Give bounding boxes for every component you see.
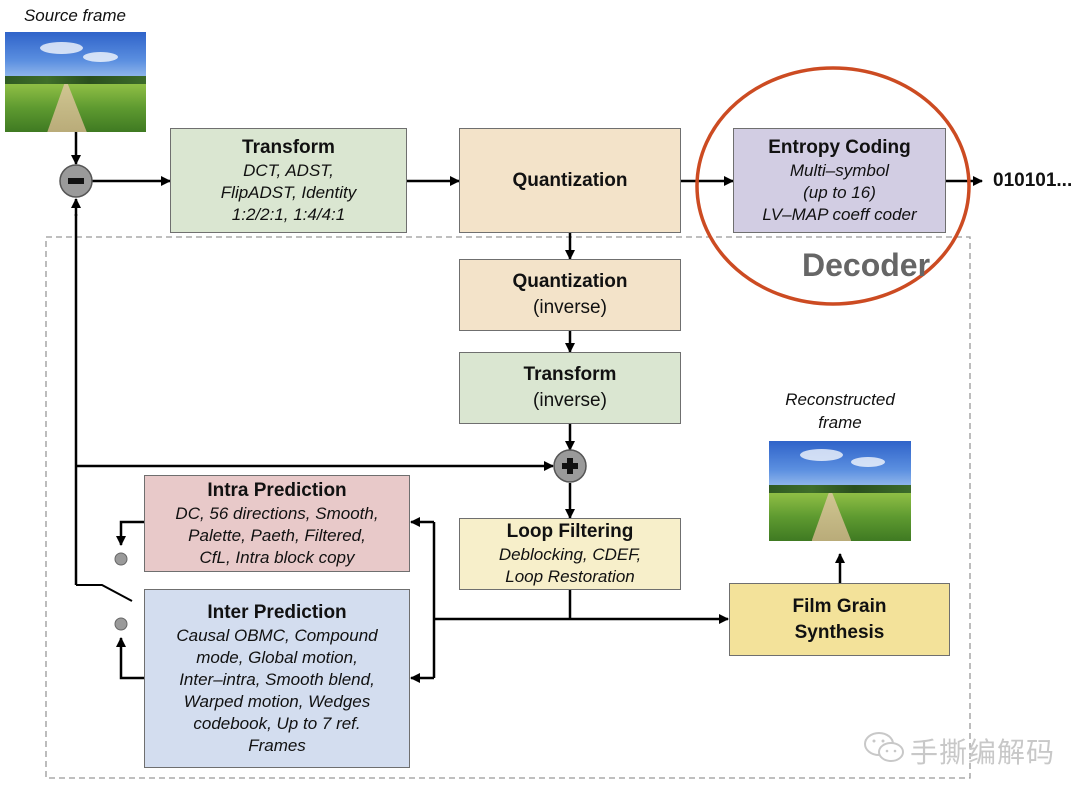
quantization-inverse-block: Quantization (inverse)	[459, 259, 681, 331]
inter-prediction-line-4: Warped motion, Wedges	[183, 691, 371, 711]
reconstructed-frame-label-line1: Reconstructed	[785, 390, 895, 409]
transform-inverse-title-1: Transform	[523, 364, 617, 385]
inter-prediction-line-1: Causal OBMC, Compound	[176, 625, 378, 645]
plus-icon	[562, 458, 578, 474]
intra-prediction-line-1: DC, 56 directions, Smooth,	[175, 503, 379, 523]
line-inter-to-contact	[116, 637, 144, 680]
inter-prediction-line-6: Frames	[248, 735, 306, 755]
transform-inverse-title-2: (inverse)	[533, 390, 607, 411]
loop-filtering-line-1: Deblocking, CDEF,	[498, 545, 642, 564]
loop-filtering-block: Loop Filtering Deblocking, CDEF, Loop Re…	[459, 518, 681, 590]
entropy-coding-title: Entropy Coding	[768, 136, 911, 158]
quantization-block: Quantization	[459, 128, 681, 233]
transform-block: Transform DCT, ADST, FlipADST, Identity …	[170, 128, 407, 233]
entropy-coding-line-3: LV–MAP coeff coder	[762, 204, 917, 224]
quantization-inverse-title-2: (inverse)	[533, 297, 607, 318]
reconstructed-frame-label: Reconstructed frame	[760, 388, 920, 434]
add-operator	[553, 449, 587, 483]
highlight-circle	[695, 66, 971, 306]
inter-prediction-title: Inter Prediction	[207, 601, 347, 623]
loop-filtering-title: Loop Filtering	[506, 521, 634, 542]
subtract-operator	[59, 164, 93, 198]
transform-line-1: DCT, ADST,	[243, 160, 334, 180]
intra-prediction-title: Intra Prediction	[207, 479, 347, 501]
film-grain-title-2: Synthesis	[794, 621, 885, 643]
source-frame-label: Source frame	[23, 6, 127, 25]
transform-line-2: FlipADST, Identity	[220, 182, 357, 202]
intra-prediction-block: Intra Prediction DC, 56 directions, Smoo…	[144, 475, 410, 572]
line-intra-to-contact	[116, 520, 144, 546]
switch-contact-inter	[114, 617, 128, 631]
inter-prediction-line-3: Inter–intra, Smooth blend,	[179, 669, 375, 689]
film-grain-block: Film Grain Synthesis	[729, 583, 950, 656]
quantization-inverse-title-1: Quantization	[512, 271, 628, 292]
inter-prediction-block: Inter Prediction Causal OBMC, Compound m…	[144, 589, 410, 768]
transform-line-3: 1:2/2:1, 1:4/4:1	[231, 204, 346, 224]
entropy-coding-block: Entropy Coding Multi–symbol (up to 16) L…	[733, 128, 946, 233]
reconstructed-frame-label-line2: frame	[818, 413, 862, 432]
watermark-text: 手撕编解码	[910, 737, 1056, 768]
reconstructed-frame-image	[769, 441, 911, 541]
source-frame-image	[5, 32, 146, 132]
intra-prediction-line-2: Palette, Paeth, Filtered,	[188, 525, 366, 545]
intra-prediction-line-3: CfL, Intra block copy	[199, 547, 355, 567]
transform-title: Transform	[242, 136, 335, 158]
film-grain-title-1: Film Grain	[792, 595, 887, 617]
entropy-coding-line-1: Multi–symbol	[789, 160, 890, 180]
switch-contact-intra	[114, 552, 128, 566]
loop-filtering-line-2: Loop Restoration	[505, 567, 635, 586]
transform-inverse-block: Transform (inverse)	[459, 352, 681, 424]
wechat-icon	[864, 732, 904, 762]
inter-prediction-line-5: codebook, Up to 7 ref.	[193, 713, 361, 733]
bitstream-output: 010101...	[993, 170, 1073, 191]
quantization-title: Quantization	[512, 169, 628, 191]
prediction-switch	[76, 584, 133, 602]
entropy-coding-line-2: (up to 16)	[803, 182, 876, 202]
decoder-label: Decoder	[802, 247, 931, 283]
decoder-region	[45, 236, 971, 779]
inter-prediction-line-2: mode, Global motion,	[196, 647, 358, 667]
minus-icon	[68, 178, 84, 184]
